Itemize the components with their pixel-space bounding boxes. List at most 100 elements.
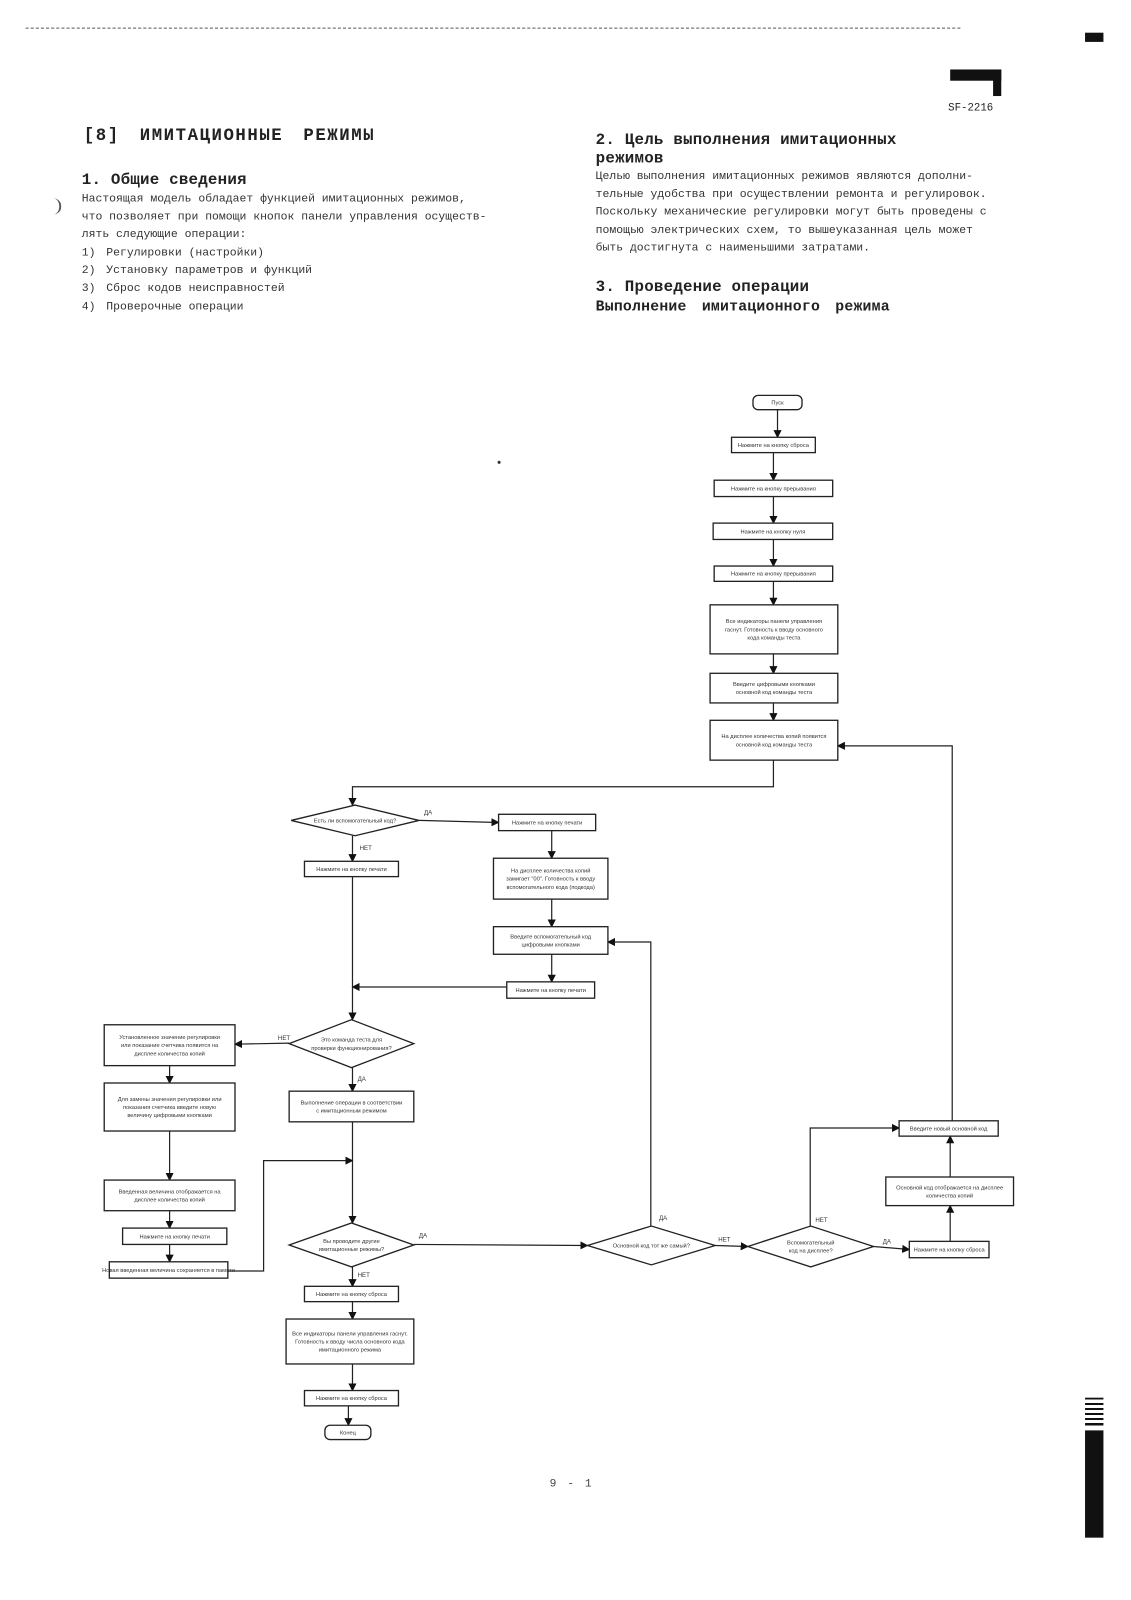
section-title: [8] ИМИТАЦИОННЫЕ РЕЖИМЫ [83,126,376,147]
flow-node-text: Введите новый основной код [910,1126,988,1133]
process-box-b2 [713,479,834,498]
flow-node-text: Нажмите на кнопку сброса [914,1248,986,1254]
flow-node-text: Нажмите на кнопку печати [316,867,386,873]
flow-node-text: Вы проводите другие [323,1239,380,1245]
flow-node-text: цифровыми кнопками [522,943,580,949]
process-box-b15 [908,1240,990,1259]
process-box-b17 [898,1120,999,1137]
flow-node-text: имитационные режимы? [319,1247,384,1253]
decision-d4 [585,1225,718,1266]
operations-list: 1)Регулировки (настройки) 2)Установку па… [82,245,562,317]
flow-node-text: Нажмите на кнопку печати [512,821,582,827]
flow-node-text: основной код команды теста [736,741,813,748]
list-item: 3)Сброс кодов неисправностей [81,282,285,296]
purpose-line: тельные удобства при осуществлении ремон… [595,188,987,201]
process-box-l1 [103,1024,236,1067]
label-no: НЕТ [718,1236,731,1243]
process-box-l2 [103,1082,236,1132]
flow-node-text: код на дисплее? [789,1249,833,1255]
flow-node-text: проверки функционирования? [311,1046,391,1052]
flow-node-text: с имитационным режимом [316,1109,387,1115]
terminal-end [324,1424,372,1441]
flow-node-text: Пуск [771,401,784,407]
process-box-b9 [303,860,400,878]
flow-node-text: гаснут. Готовность к вводу основного [725,627,823,633]
flow-node-text: Для замены значения регулировки или [118,1097,222,1103]
flow-node-text: Это команда теста для [321,1038,382,1044]
process-box-b5 [709,604,839,655]
flow-node-text: На дисплее количества копий появится [721,733,826,740]
process-box-b16 [885,1176,1015,1207]
flow-node-text: Нажмите на кнопку прерывания [731,572,816,578]
flow-node-text: Введите вспомогательный код [510,933,591,940]
process-box-b20 [303,1389,400,1407]
process-box-l4 [121,1227,228,1246]
process-box-b6 [709,672,839,704]
purpose-title: 2. Цель выполнения имитационных [595,130,897,150]
list-item: 4)Проверочные операции [81,300,244,314]
flow-node-text: Нажмите на кнопку печати [515,988,585,994]
flow-node-text: имитационного режима [319,1348,382,1354]
process-box-b4 [713,565,834,583]
flow-node-text: показания счетчика введите новую [123,1105,217,1111]
flow-node-text: Нажмите на кнопку прерывания [731,486,816,492]
list-item: 1)Регулировки (настройки) [81,247,265,260]
general-line: что позволяет при помощи кнопок панели у… [81,211,487,224]
flow-node-text: На дисплее количества копий [511,868,590,875]
label-no: НЕТ [358,1272,371,1279]
flow-node-text: Выполнение операции в соответствии [301,1100,403,1106]
model-number: SF-2216 [948,102,994,115]
flow-node-text: Установленное значение регулировки [119,1035,220,1041]
purpose-line: Целью выполнения имитационных режимов яв… [595,170,973,183]
list-item: 2)Установку параметров и функций [81,265,313,278]
flow-node-text: Введенная величина отображается на [119,1189,222,1195]
process-box-b12 [506,981,596,999]
process-box-b1 [730,436,816,454]
label-no: НЕТ [278,1035,291,1042]
purpose-title-cont: режимов [595,149,664,168]
decision-d2 [287,1018,416,1069]
decision-d3 [287,1222,416,1268]
process-box-l3 [103,1179,236,1212]
flow-node-text: Вспомогательный [787,1239,834,1246]
flow-arrow [836,741,953,1121]
flow-node-text: дисплее количества копий [134,1197,205,1204]
flow-node-text: Введите цифровыми кнопками [733,682,815,688]
flow-node-text: Конец [340,1430,357,1436]
terminal-start [752,394,803,411]
scan-dot [497,460,501,464]
general-line: Настоящая модель обладает функцией имита… [81,193,466,206]
process-box-b7 [709,719,839,761]
flow-node-text: замигает "00". Готовность к вводу [506,877,595,883]
flow-node-text: Нажмите на кнопку сброса [316,1292,388,1298]
label-yes: ДА [424,809,433,816]
general-line: лять следующие операции: [81,229,247,242]
flow-node-text: Все индикаторы панели управления гаснут. [292,1331,408,1337]
scan-marker-bottom [1085,1430,1104,1538]
flow-node-text: Основной код тот же самый? [613,1242,690,1249]
purpose-line: помощью электрических схем, то вышеуказа… [595,224,973,237]
procedure-subtitle: Выполнение имитационного режима [595,299,890,316]
flow-node-text: Нажмите на кнопку сброса [316,1396,388,1402]
flow-node-text: Нажмите на кнопку печати [140,1234,210,1240]
scan-marker-stripes [1085,1397,1104,1429]
flow-node-text: Нажмите на кнопку нуля [741,529,806,535]
flow-node-text: величину цифровыми кнопками [127,1113,212,1119]
purpose-section: 2. Цель выполнения имитационных режимов … [596,131,1086,316]
flow-arrow [418,818,500,827]
label-yes: ДА [883,1238,892,1245]
flow-arrow [715,1242,749,1251]
flow-arrow [606,937,652,1227]
punch-hole-mark [51,198,62,215]
flow-node-text: основной код команды теста [736,689,813,696]
process-box-b13 [288,1090,415,1123]
flow-node-text: вспомогательного кода (подкода) [507,885,595,891]
process-box-l5 [108,1261,229,1279]
page-number: 9 - 1 [549,1478,594,1491]
flow-node-text: кода команды теста [747,636,801,642]
decision-d5 [745,1225,876,1268]
flow-arrow [227,1156,354,1272]
general-title: 1. Общие сведения [81,170,247,190]
